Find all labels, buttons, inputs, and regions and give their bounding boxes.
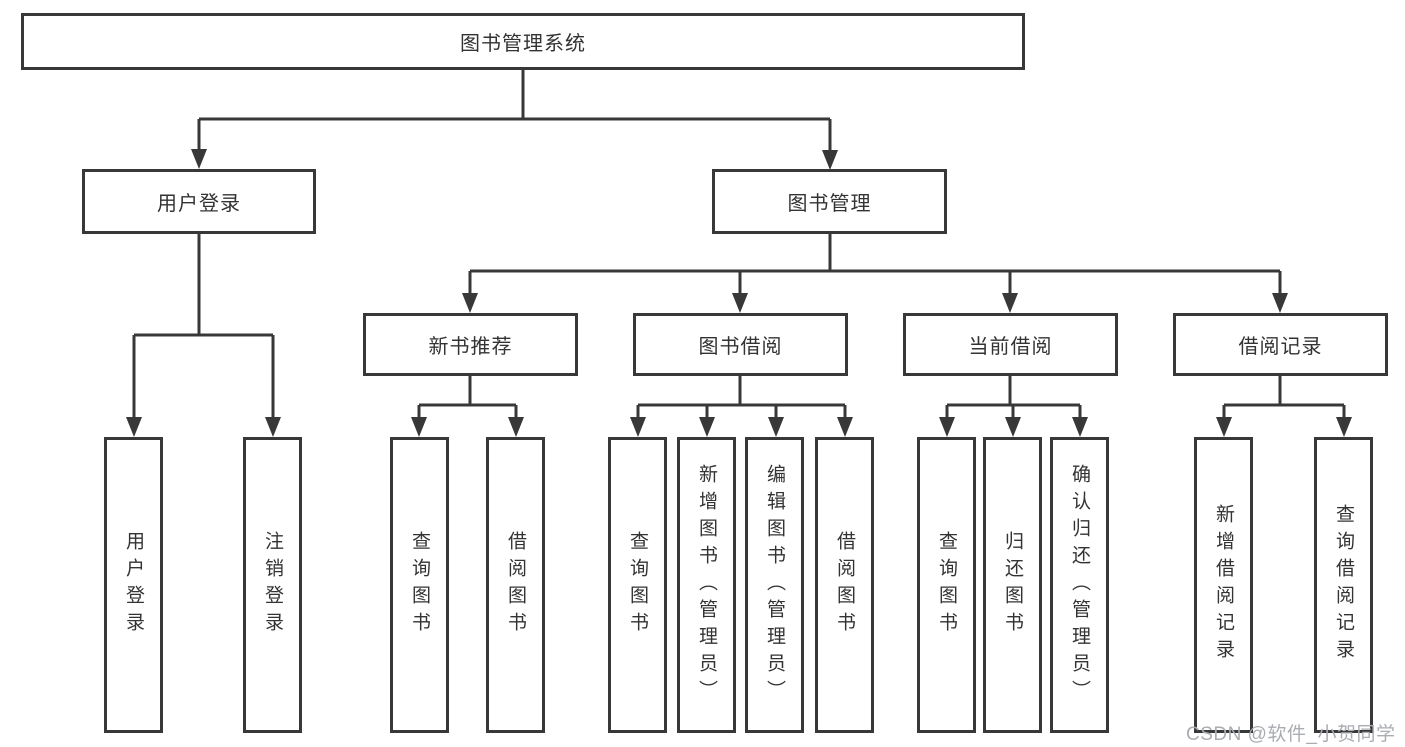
node-label: 图书管理 (787, 193, 872, 215)
leaf-add-books-admin: 新增图书（管理员） (677, 437, 736, 733)
watermark: CSDN @软件_小贺同学 (1186, 724, 1396, 745)
node-label: 图书借阅 (698, 336, 783, 358)
leaf-edit-books-admin: 编辑图书（管理员） (745, 437, 804, 733)
leaf-logout: 注销登录 (243, 437, 302, 733)
node-user-login: 用户登录 (82, 169, 316, 234)
node-label: 确认归还（管理员） (1069, 463, 1090, 707)
node-borrowing-records: 借阅记录 (1173, 313, 1388, 376)
node-label: 当前借阅 (968, 336, 1053, 358)
node-label: 注销登录 (262, 531, 283, 639)
node-label: 用户登录 (123, 531, 144, 639)
arrowheads (126, 149, 1352, 437)
node-label: 借阅记录 (1238, 336, 1323, 358)
leaf-confirm-return-admin: 确认归还（管理员） (1050, 437, 1109, 733)
node-label: 用户登录 (157, 193, 241, 215)
node-book-management: 图书管理 (712, 169, 947, 234)
tree-edges (132, 70, 1346, 420)
leaf-user-login: 用户登录 (104, 437, 163, 733)
leaf-query-borrow-record: 查询借阅记录 (1314, 437, 1373, 733)
leaf-borrow-books-recommend: 借阅图书 (486, 437, 545, 733)
leaf-borrow-books: 借阅图书 (815, 437, 874, 733)
node-label: 查询图书 (936, 531, 957, 639)
node-book-borrowing: 图书借阅 (633, 313, 848, 376)
node-label: 编辑图书（管理员） (764, 463, 785, 707)
node-label: 借阅图书 (834, 531, 855, 639)
node-label: 新书推荐 (428, 336, 513, 358)
leaf-query-books-current: 查询图书 (917, 437, 976, 733)
node-label: 归还图书 (1002, 531, 1023, 639)
node-label: 图书管理系统 (460, 33, 586, 55)
node-new-book-recommend: 新书推荐 (363, 313, 578, 376)
leaf-query-books-borrowing: 查询图书 (608, 437, 667, 733)
leaf-add-borrow-record: 新增借阅记录 (1194, 437, 1253, 733)
leaf-return-books: 归还图书 (983, 437, 1042, 733)
node-label: 查询借阅记录 (1333, 504, 1354, 666)
node-library-system: 图书管理系统 (21, 13, 1025, 70)
leaf-query-books-recommend: 查询图书 (390, 437, 449, 733)
node-label: 新增借阅记录 (1213, 504, 1234, 666)
node-label: 查询图书 (627, 531, 648, 639)
node-label: 借阅图书 (505, 531, 526, 639)
node-current-borrowing: 当前借阅 (903, 313, 1118, 376)
node-label: 查询图书 (409, 531, 430, 639)
node-label: 新增图书（管理员） (696, 463, 717, 707)
